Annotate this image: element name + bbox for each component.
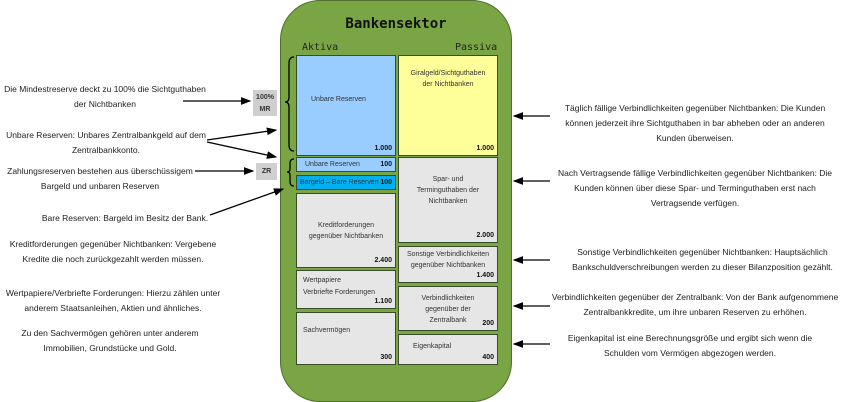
note-sachvermoegen: Zu den Sachvermögen gehören unter andere… [21, 328, 199, 353]
box-label: Verbriefte Forderungen [303, 289, 375, 296]
box-value: 400 [482, 354, 494, 361]
passiva-sonstige: Sonstige Verbindlichkeiten gegenüber Nic… [398, 246, 498, 283]
note-kreditforderungen: Kreditforderungen gegenüber Nichtbanken:… [9, 239, 217, 264]
zr-tag: ZR [256, 163, 277, 180]
aktiva-unbare-reserven-zr: Unbare Reserven 100 [296, 157, 396, 172]
aktiva-sachvermoegen: Sachvermögen 300 [296, 312, 396, 365]
box-value: 1.100 [374, 298, 392, 305]
box-value: 2.400 [374, 257, 392, 264]
note-giralgeld: Täglich fällige Verbindlichkeiten gegenü… [564, 103, 826, 143]
arrow-icon [209, 188, 285, 216]
box-value: 200 [482, 320, 494, 327]
box-label: Sonstige Verbindlichkeiten gegenüber Nic… [406, 251, 490, 269]
mr-tag-line2: MR [259, 106, 271, 113]
aktiva-unbare-reserven-mr: Unbare Reserven 1.000 [296, 55, 396, 156]
box-value: 1.400 [476, 272, 494, 279]
note-spareinlagen: Nach Vertragsende fällige Verbindlichkei… [557, 168, 833, 208]
passiva-giralgeld: Giralgeld/Sichtguthaben der Nichtbanken … [398, 55, 498, 156]
note-zentralbank: Verbindlichkeiten gegenüber der Zentralb… [551, 292, 839, 317]
box-value: 300 [380, 354, 392, 361]
box-label: Kreditforderungen gegenüber Nichtbanken [308, 222, 384, 240]
box-label: Sachvermögen [303, 327, 351, 334]
aktiva-label: Aktiva [302, 42, 339, 53]
passiva-spareinlagen: Spar- und Terminguthaben der Nichtbanken… [398, 157, 498, 243]
mr-tag: 100% MR [253, 90, 277, 116]
brace-mr [284, 56, 295, 152]
box-value: 100 [380, 161, 392, 168]
passiva-label: Passiva [455, 42, 498, 53]
box-label: Spar- und Terminguthaben der Nichtbanken [416, 176, 480, 205]
aktiva-kreditforderungen: Kreditforderungen gegenüber Nichtbanken … [296, 193, 396, 268]
note-eigenkapital: Eigenkapital ist eine Berechnungsgröße u… [567, 333, 813, 358]
aktiva-wertpapiere: Wertpapiere Verbriefte Forderungen 1.100 [296, 270, 396, 309]
box-value: 100 [380, 179, 392, 186]
note-zahlungsreserven: Zahlungsreserven bestehen aus überschüss… [7, 166, 193, 191]
box-value: 1.000 [374, 145, 392, 152]
box-value: 2.000 [476, 232, 494, 239]
passiva-zentralbank: Verbindlichkeiten gegenüber der Zentralb… [398, 286, 498, 331]
box-label: Unbare Reserven [305, 161, 360, 168]
box-label: Bargeld – Bare Reserven [300, 179, 379, 186]
box-label: Giralgeld/Sichtguthaben der Nichtbanken [410, 70, 486, 88]
diagram-title: Bankensektor [345, 16, 447, 32]
note-mindestreserve: Die Mindestreserve deckt zu 100% die Sic… [4, 84, 206, 109]
aktiva-bargeld: Bargeld – Bare Reserven 100 [296, 175, 396, 190]
note-sonstige: Sonstige Verbindlichkeiten gegenüber Nic… [572, 247, 833, 272]
arrow-icon [206, 141, 278, 159]
passiva-eigenkapital: Eigenkapital 400 [398, 334, 498, 365]
note-bare-reserven: Bare Reserven: Bargeld im Besitz der Ban… [41, 213, 209, 223]
box-value: 1.000 [476, 145, 494, 152]
arrow-icon [206, 127, 278, 141]
note-unbare-reserven: Unbare Reserven: Unbares Zentralbankgeld… [6, 130, 206, 155]
box-label: Verbindlichkeiten gegenüber der Zentralb… [421, 295, 475, 324]
box-label: Wertpapiere [303, 277, 342, 284]
brace-zr [286, 158, 295, 187]
box-label: Eigenkapital [413, 343, 452, 350]
mr-tag-line1: 100% [256, 94, 274, 101]
box-label: Unbare Reserven [311, 96, 366, 103]
note-wertpapiere: Wertpapiere/Verbriefte Forderungen: Hier… [5, 288, 221, 313]
